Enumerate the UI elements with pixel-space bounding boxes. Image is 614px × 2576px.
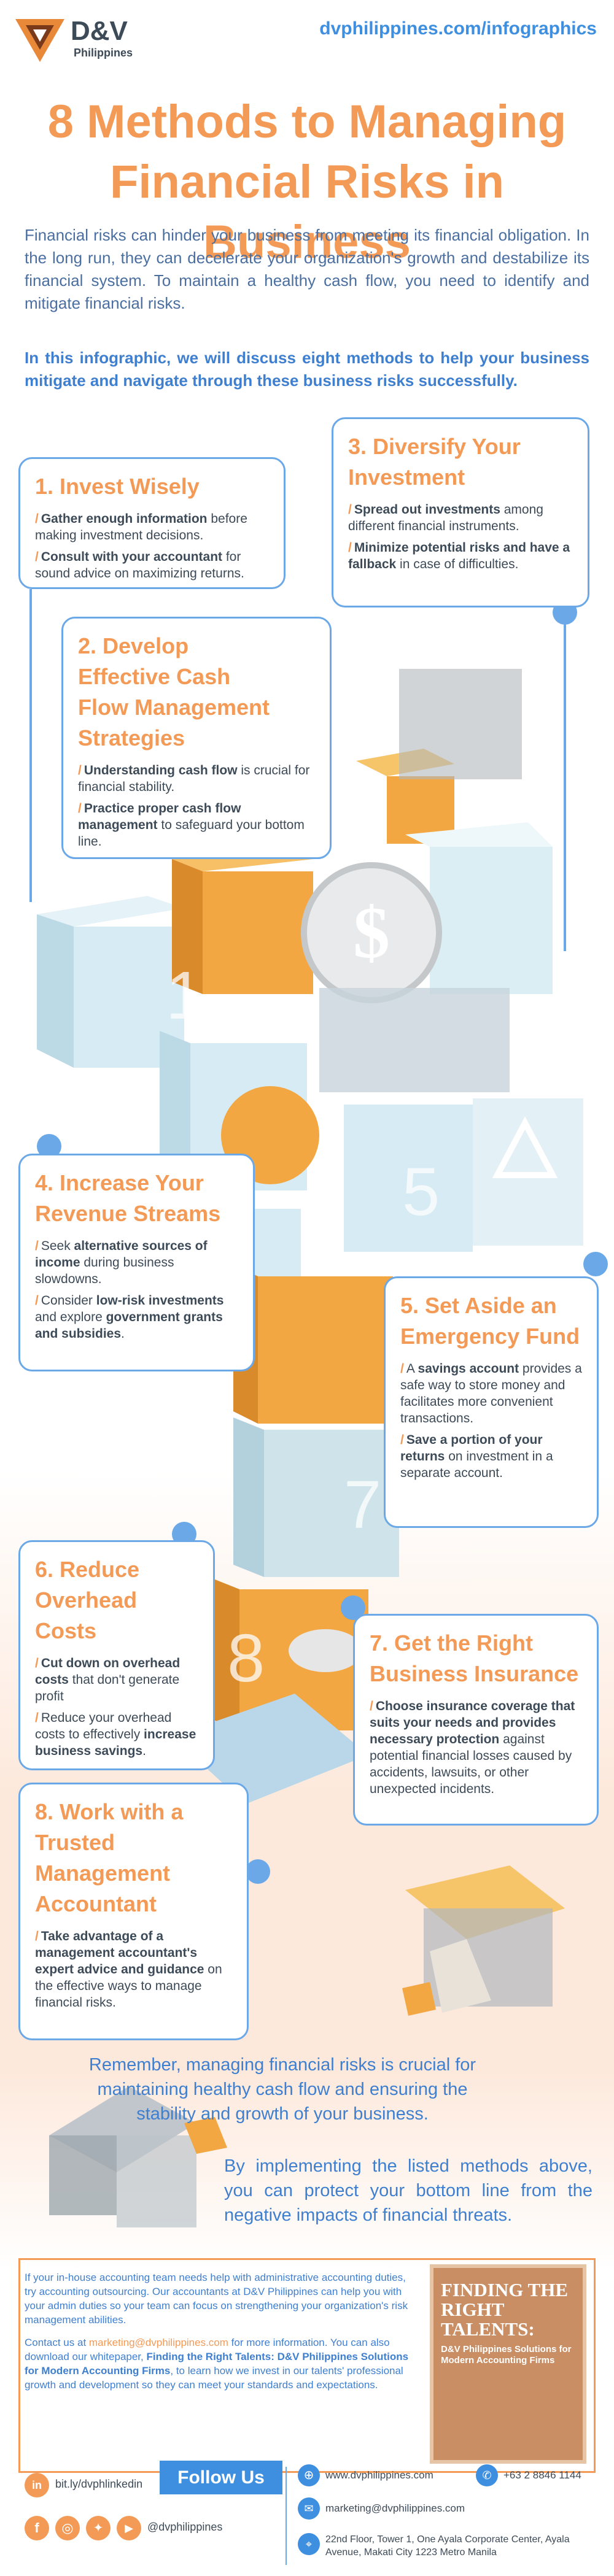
logo[interactable]: D&V Philippines xyxy=(12,16,166,71)
method-5-title: 5. Set Aside an Emergency Fund xyxy=(400,1293,580,1349)
connector-dot-5 xyxy=(583,1252,608,1276)
method-3-title: 3. Diversify Your Investment xyxy=(348,434,521,490)
title-line-1: 8 Methods to Managing xyxy=(47,96,567,148)
connector-dot-8 xyxy=(246,1859,270,1884)
instagram-icon[interactable]: ◎ xyxy=(55,2516,80,2540)
whitepaper-cover[interactable]: FINDING THE RIGHT TALENTS: D&V Philippin… xyxy=(430,2264,586,2464)
method-4-title: 4. Increase Your Revenue Streams xyxy=(35,1170,221,1226)
glass-block xyxy=(399,669,522,779)
svg-text:$: $ xyxy=(353,892,390,973)
youtube-icon[interactable]: ▶ xyxy=(117,2516,141,2540)
warning-icon xyxy=(492,1116,558,1178)
footer-text: If your in-house accounting team needs h… xyxy=(25,2270,411,2392)
method-card-3: 3. Diversify Your Investment /Spread out… xyxy=(332,417,589,607)
method-card-1: 1. Invest Wisely /Gather enough informat… xyxy=(18,457,286,589)
method-8-title: 8. Work with a Trusted Management Accoun… xyxy=(35,1799,184,1916)
closing-paragraph-1: Remember, managing financial risks is cr… xyxy=(88,2055,476,2124)
method-1-title: 1. Invest Wisely xyxy=(35,474,200,499)
location-icon: ⌖ xyxy=(298,2533,320,2555)
page-title: 8 Methods to Managing Financial Risks in… xyxy=(0,92,614,272)
linkedin-link[interactable]: bit.ly/dvphlinkedin xyxy=(55,2478,143,2490)
brand-sub: Philippines xyxy=(74,47,133,59)
method-card-6: 6. Reduce Overhead Costs /Cut down on ov… xyxy=(18,1540,215,1770)
method-card-5: 5. Set Aside an Emergency Fund /A saving… xyxy=(384,1276,599,1528)
footer-paragraph-2: Contact us at marketing@dvphilippines.co… xyxy=(25,2337,409,2391)
footer-email-link[interactable]: marketing@dvphilippines.com xyxy=(88,2337,228,2348)
facebook-icon[interactable]: f xyxy=(25,2516,49,2540)
block-5 xyxy=(344,1105,473,1252)
office-address: 22nd Floor, Tower 1, One Ayala Corporate… xyxy=(325,2534,570,2558)
logo-mark-icon xyxy=(15,19,64,62)
contact-email[interactable]: marketing@dvphilippines.com xyxy=(325,2502,465,2514)
ice-block xyxy=(319,988,510,1092)
brand-name: D&V xyxy=(71,16,128,46)
book-title: FINDING THE RIGHT TALENTS: xyxy=(441,2279,568,2340)
mail-icon: ✉ xyxy=(298,2497,320,2520)
website-link[interactable]: www.dvphilippines.com xyxy=(325,2469,433,2481)
method-card-4: 4. Increase Your Revenue Streams /Seek a… xyxy=(18,1154,255,1371)
block-number-5: 5 xyxy=(402,1154,440,1230)
block-number-1: 1 xyxy=(166,958,203,1033)
phone-icon: ✆ xyxy=(476,2464,498,2486)
contact-bar: Follow Us in bit.ly/dvphlinkedin f ◎ ✦ ▶… xyxy=(18,2461,596,2576)
twitter-icon[interactable]: ✦ xyxy=(86,2516,111,2540)
book-subtitle: D&V Philippines Solutions for Modern Acc… xyxy=(441,2344,572,2366)
closing-paragraph-2: By implementing the listed methods above… xyxy=(224,2156,593,2225)
globe-icon: ⊕ xyxy=(298,2464,320,2486)
method-card-8: 8. Work with a Trusted Management Accoun… xyxy=(18,1783,249,2040)
infographics-url[interactable]: dvphilippines.com/infographics xyxy=(319,18,597,39)
whitepaper-link[interactable]: Finding the Right Talents: D&V Philippin… xyxy=(25,2351,409,2377)
connector-3 xyxy=(564,620,566,951)
divider xyxy=(286,2467,287,2565)
method-6-title: 6. Reduce Overhead Costs xyxy=(35,1557,140,1643)
block-1 xyxy=(74,927,184,1068)
method-card-2: 2. Develop Effective Cash Flow Managemen… xyxy=(61,617,332,859)
block-orange-arrow xyxy=(258,1276,393,1424)
intro-summary: In this infographic, we will discuss eig… xyxy=(25,349,589,390)
block-cashflow xyxy=(203,871,313,994)
method-card-7: 7. Get the Right Business Insurance /Cho… xyxy=(353,1614,599,1826)
social-handle[interactable]: @dvphilippines xyxy=(147,2521,223,2533)
linkedin-icon[interactable]: in xyxy=(25,2473,49,2497)
coin-icon xyxy=(301,862,442,1003)
block-diversify xyxy=(430,847,553,994)
footer-paragraph-1: If your in-house accounting team needs h… xyxy=(25,2272,408,2326)
title-line-2: Financial Risks in Business xyxy=(110,156,504,268)
follow-us-label: Follow Us xyxy=(160,2461,282,2494)
intro-paragraph: Financial risks can hinder your business… xyxy=(25,226,589,312)
phone-number[interactable]: +63 2 8846 1144 xyxy=(503,2469,581,2481)
method-2-title: 2. Develop Effective Cash Flow Managemen… xyxy=(78,633,270,750)
connector-1 xyxy=(29,589,32,902)
method-7-title: 7. Get the Right Business Insurance xyxy=(370,1630,579,1686)
